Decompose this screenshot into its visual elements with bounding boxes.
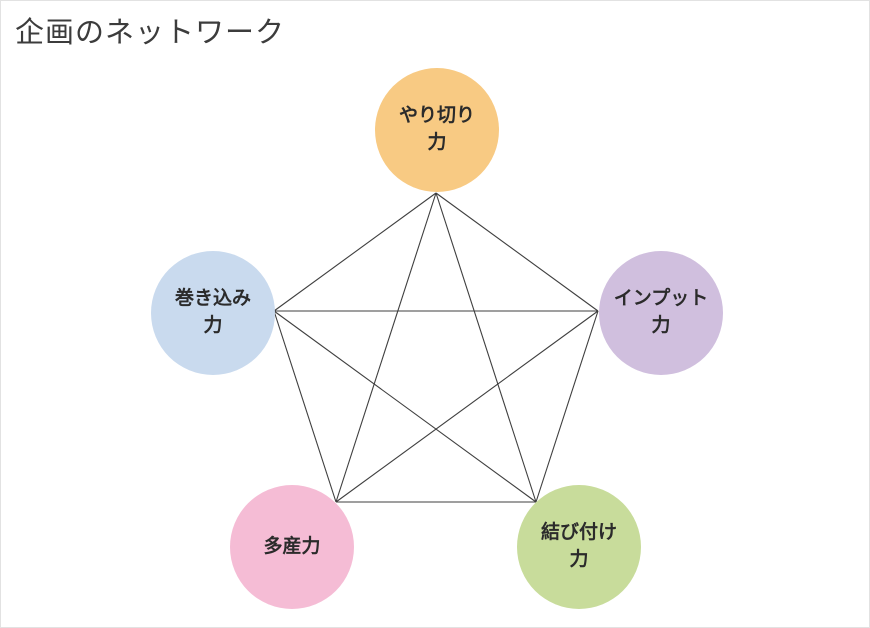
node-musubitsuke: 結び付け 力 bbox=[517, 485, 641, 609]
node-musubitsuke-label: 結び付け 力 bbox=[540, 522, 617, 570]
node-input-label: インプット 力 bbox=[613, 288, 709, 336]
node-makikomi: 巻き込み 力 bbox=[151, 251, 275, 375]
node-tasan: 多産力 bbox=[230, 485, 354, 609]
edge-lines bbox=[273, 192, 599, 503]
node-yarikiri: やり切り 力 bbox=[375, 68, 499, 192]
node-yarikiri-label: やり切り 力 bbox=[398, 105, 475, 153]
page-title: 企画のネットワーク bbox=[15, 17, 286, 49]
node-tasan-label: 多産力 bbox=[263, 535, 321, 557]
node-makikomi-label: 巻き込み 力 bbox=[174, 288, 251, 336]
node-input: インプット 力 bbox=[599, 251, 723, 375]
